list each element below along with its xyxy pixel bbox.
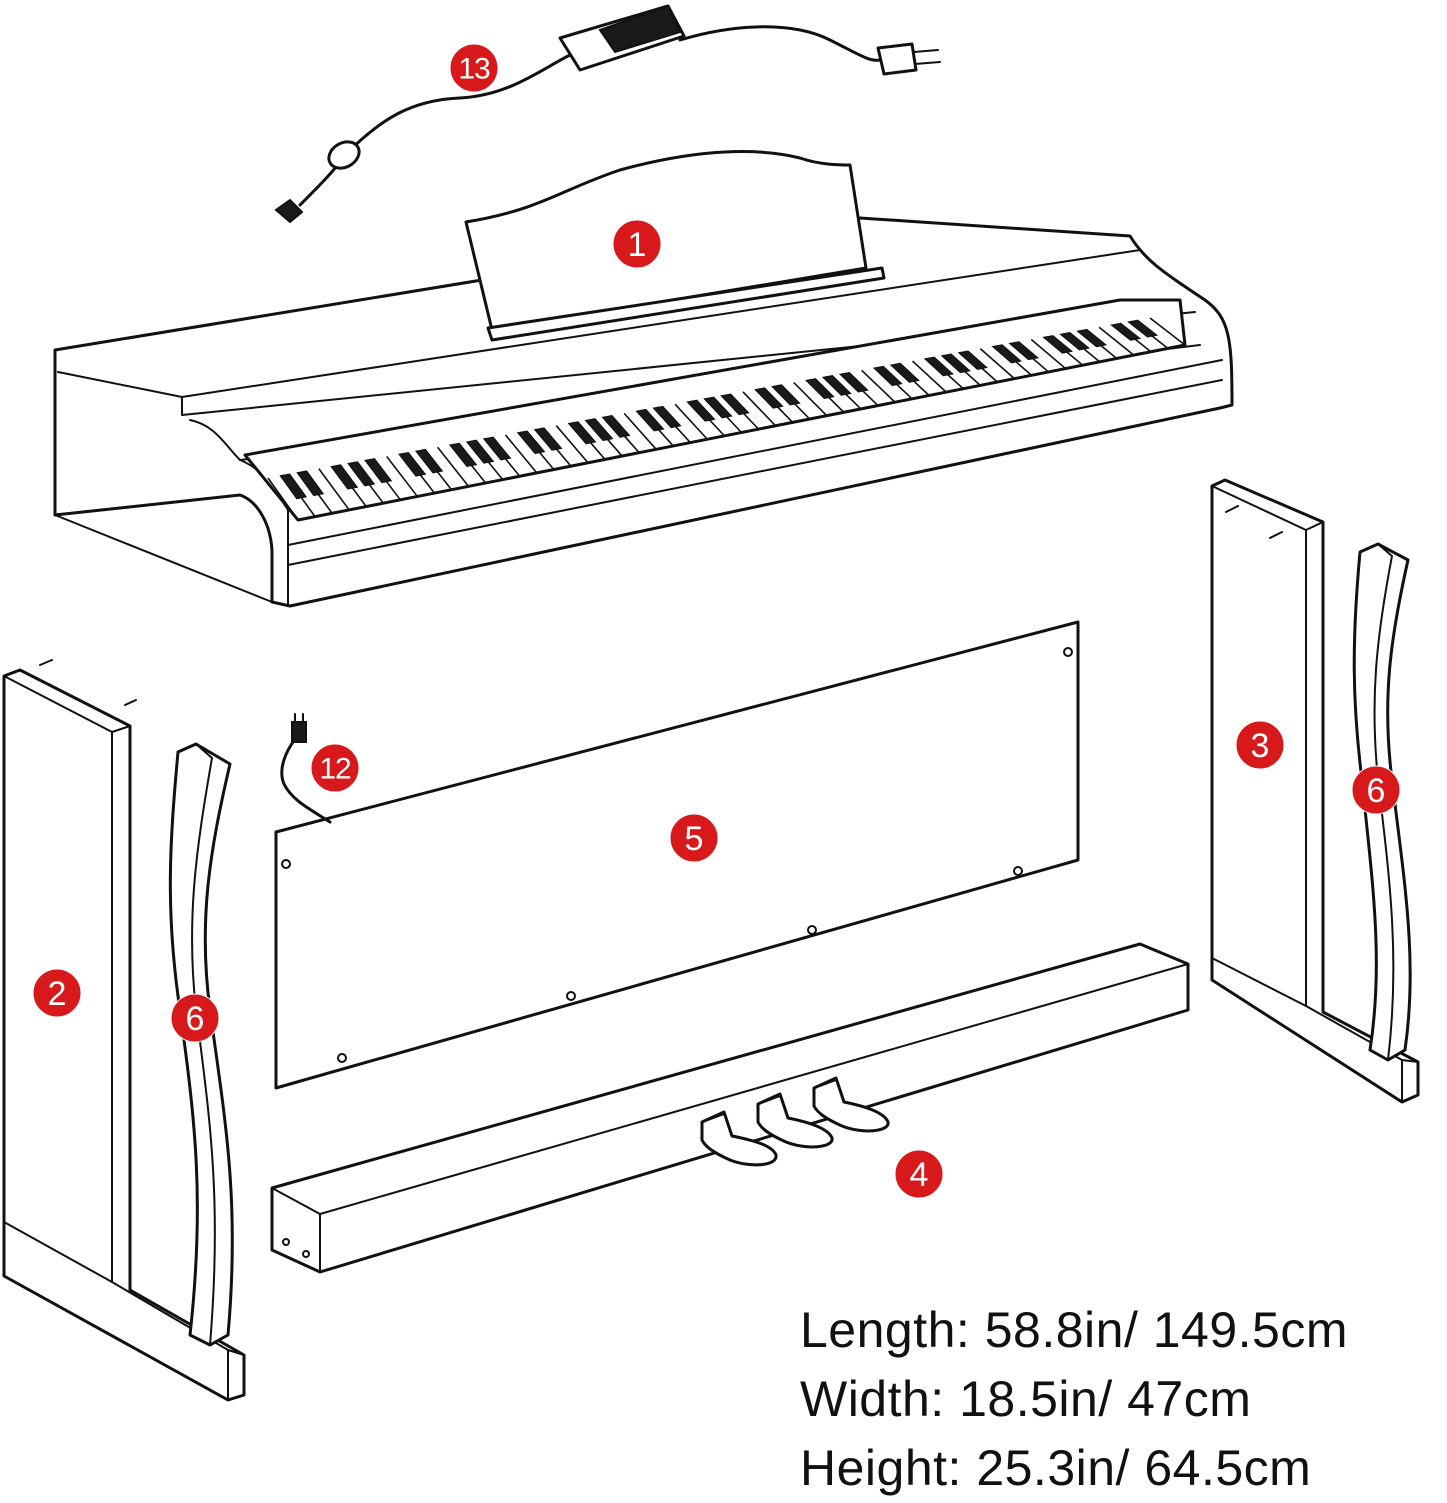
left-side-panel	[2, 659, 246, 1402]
black-key	[296, 470, 325, 497]
white-key-divider	[674, 403, 708, 440]
dimension-width: Width: 18.5in/ 47cm	[800, 1371, 1252, 1427]
black-key	[652, 405, 682, 429]
dimensions-list: Length: 58.8in/ 149.5cm Width: 18.5in/ 4…	[800, 1296, 1348, 1503]
black-key	[804, 378, 835, 400]
black-key	[584, 418, 614, 442]
black-key	[533, 427, 563, 451]
black-keys	[279, 319, 1159, 500]
black-key	[347, 461, 376, 487]
callout-number-2: 2	[48, 975, 67, 1013]
callout-badge-12: 12	[310, 743, 360, 793]
callout-badge-2: 2	[32, 968, 82, 1018]
black-key	[991, 344, 1022, 364]
black-key	[364, 458, 393, 484]
black-key	[279, 473, 308, 500]
white-key-divider	[623, 412, 657, 450]
callout-number-5: 5	[685, 820, 704, 858]
black-key	[703, 396, 733, 419]
black-key	[889, 362, 920, 383]
callout-number-6-right: 6	[1367, 772, 1386, 810]
white-key-divider	[861, 369, 896, 403]
black-key	[415, 448, 444, 474]
callout-number-4: 4	[910, 1156, 929, 1194]
white-key-divider	[1098, 326, 1135, 356]
black-key	[448, 442, 478, 467]
callout-badge-6-left: 6	[170, 993, 220, 1043]
pedals	[700, 1076, 890, 1167]
dimension-length: Length: 58.8in/ 149.5cm	[800, 1302, 1348, 1358]
left-leg-brace	[168, 742, 234, 1347]
white-key-divider	[1030, 338, 1067, 370]
black-key	[398, 451, 427, 477]
black-key	[567, 421, 597, 445]
black-key	[1008, 341, 1040, 361]
white-key-divider	[267, 477, 299, 521]
white-key-divider	[1149, 317, 1186, 346]
black-key	[1076, 328, 1108, 348]
black-key	[940, 353, 971, 374]
black-key	[754, 387, 784, 409]
callout-badge-4: 4	[894, 1149, 944, 1199]
black-key	[1110, 322, 1142, 341]
white-key-divider	[436, 446, 470, 487]
callout-number-3: 3	[1251, 727, 1270, 765]
black-key	[686, 399, 716, 422]
music-rest	[464, 150, 886, 342]
pedal-cable	[280, 713, 332, 824]
black-key	[516, 430, 546, 455]
pedal-box	[270, 942, 1190, 1274]
black-key	[635, 408, 665, 432]
black-key	[838, 371, 869, 393]
callout-number-6-left: 6	[186, 1000, 205, 1038]
black-key	[923, 356, 954, 377]
black-key	[821, 375, 852, 396]
callout-badge-3: 3	[1235, 720, 1285, 770]
black-key	[330, 464, 359, 490]
callout-badge-6-right: 6	[1351, 765, 1401, 815]
black-key	[872, 365, 903, 387]
callout-number-1: 1	[628, 226, 647, 264]
black-key	[601, 415, 631, 438]
callout-badge-13: 13	[449, 43, 499, 93]
dimension-height: Height: 25.3in/ 64.5cm	[800, 1440, 1312, 1496]
white-key-divider	[742, 391, 777, 427]
black-key	[482, 436, 512, 461]
black-key	[465, 439, 495, 464]
black-key	[1059, 331, 1091, 351]
white-key-divider	[911, 360, 947, 393]
black-key	[1127, 319, 1159, 338]
callout-badge-1: 1	[612, 219, 662, 269]
white-key-divider	[504, 434, 538, 474]
callout-number-12: 12	[319, 753, 351, 786]
white-key-divider	[979, 348, 1015, 380]
black-key	[720, 393, 750, 416]
callout-number-13: 13	[458, 53, 490, 86]
white-key-divider	[555, 425, 589, 464]
black-key	[957, 350, 988, 370]
white-key-divider	[318, 468, 350, 511]
piano-body	[53, 216, 1234, 608]
power-adapter	[274, 4, 941, 224]
white-key-divider	[793, 382, 828, 417]
white-key-divider	[386, 455, 419, 497]
right-side-panel	[1210, 478, 1420, 1104]
callout-badge-5: 5	[669, 813, 719, 863]
black-key	[771, 384, 801, 406]
black-key	[1042, 335, 1074, 354]
